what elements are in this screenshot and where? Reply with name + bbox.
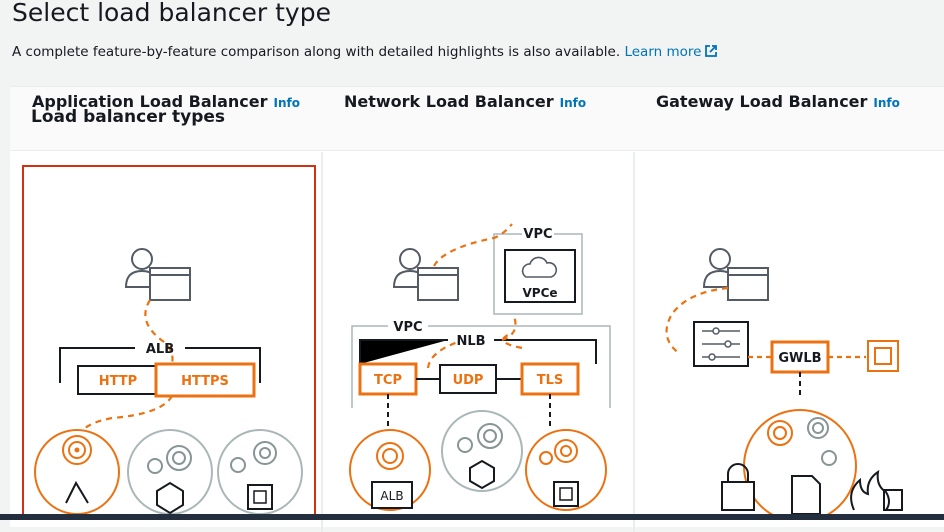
alb-label: ALB [146, 342, 174, 357]
vpc-top-label: VPC [523, 227, 552, 242]
gwlb-diagram: GWLB [665, 248, 903, 518]
card-title: Application Load Balancer Info [32, 92, 300, 111]
page-title: Select load balancer type [12, 0, 331, 27]
https-label: HTTPS [181, 374, 229, 389]
card-network-load-balancer[interactable]: Network Load Balancer Info VPC VPCe VPC N… [334, 78, 628, 518]
card-title: Network Load Balancer Info [344, 92, 586, 111]
card-title: Gateway Load Balancer Info [656, 92, 900, 111]
alb-target-icon: ALB [349, 429, 431, 511]
info-link[interactable]: Info [873, 96, 900, 110]
panel-header: Load balancer types [10, 87, 944, 151]
alb-diagram: ALB HTTP HTTPS [34, 248, 303, 515]
user-browser-icon [124, 248, 191, 301]
container-target-icon [127, 429, 213, 515]
security-chip-icon [867, 340, 899, 372]
instance-target-icon [217, 429, 303, 515]
learn-more-label: Learn more [624, 44, 702, 60]
card-title-text: Application Load Balancer [32, 92, 268, 111]
nlb-diagram: VPC VPCe VPC NLB TCP UDP TLS [349, 223, 611, 511]
firewall-icon [850, 469, 903, 511]
tcp-label: TCP [374, 373, 402, 388]
lambda-target-icon [34, 429, 120, 515]
info-link[interactable]: Info [559, 96, 587, 110]
card-title-text: Network Load Balancer [344, 92, 554, 111]
page-subtitle: A complete feature-by-feature comparison… [12, 44, 718, 60]
target-icons [767, 417, 837, 466]
card-title-text: Gateway Load Balancer [656, 92, 868, 111]
tls-label: TLS [537, 373, 564, 388]
udp-label: UDP [453, 373, 484, 388]
user-browser-icon [702, 248, 769, 301]
nlb-label: NLB [456, 334, 485, 349]
document-icon [791, 475, 821, 515]
learn-more-link[interactable]: Learn more [624, 44, 718, 60]
lock-icon [721, 463, 755, 511]
card-application-load-balancer[interactable]: Application Load Balancer Info ALB HTTP H… [22, 78, 316, 518]
gwlb-label: GWLB [778, 351, 821, 366]
subtitle-text: A complete feature-by-feature comparison… [12, 44, 621, 60]
http-label: HTTP [99, 374, 137, 389]
vpce-label: VPCe [522, 286, 557, 300]
panel-title: Load balancer types [31, 107, 226, 127]
instance-target-icon [525, 429, 607, 511]
container-target-icon [441, 410, 523, 492]
info-link[interactable]: Info [273, 96, 301, 110]
column-divider [321, 152, 323, 532]
vpce-cloud-icon [521, 256, 558, 278]
appliance-icon [693, 321, 749, 367]
column-divider [633, 152, 635, 532]
vpc-label: VPC [393, 320, 422, 335]
card-gateway-load-balancer[interactable]: Gateway Load Balancer Info GWLB [646, 78, 940, 518]
bottom-scroll-bar [0, 514, 944, 520]
user-browser-icon [392, 248, 459, 301]
external-link-icon [705, 45, 718, 57]
alb-target-label: ALB [380, 489, 403, 503]
